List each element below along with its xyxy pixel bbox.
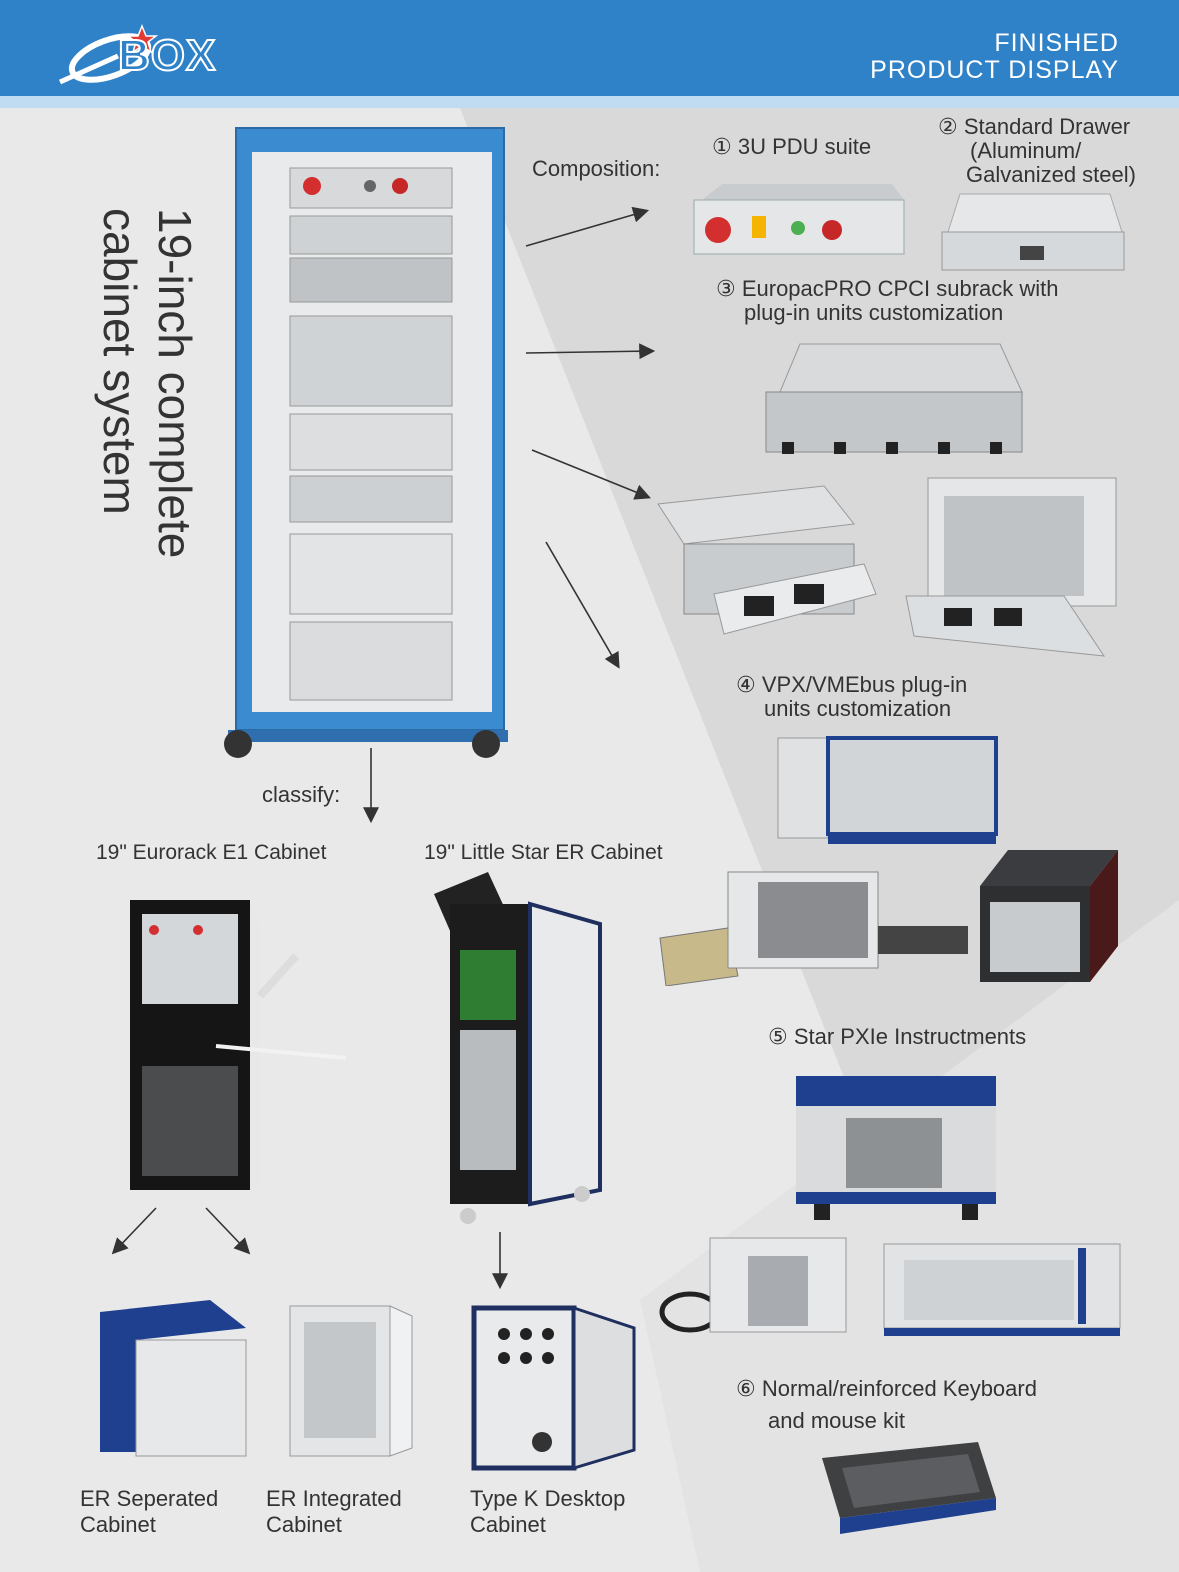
pdu-image (693, 184, 905, 255)
page-title-line2: PRODUCT DISPLAY (870, 56, 1119, 84)
subrack-open-image-2 (905, 477, 1117, 657)
page-title-line1: FINISHED (994, 29, 1119, 57)
item-pxie-label: ⑤ Star PXIe Instructments (768, 1024, 1027, 1049)
item-keyboard-label-2: and mouse kit (768, 1408, 905, 1433)
vpx-chassis-image (777, 736, 998, 844)
item-europac-label-1: ③ EuropacPRO CPCI subrack with (716, 276, 1059, 301)
pxie-chassis-image (796, 1076, 996, 1220)
header-bar (0, 0, 1179, 96)
er-seperated-label-1: ER Seperated (80, 1486, 219, 1511)
europac-subrack-image (765, 343, 1023, 454)
item-drawer-label-3: Galvanized steel) (966, 162, 1136, 187)
pxie-small-chassis-image (659, 1237, 847, 1333)
er-seperated-cabinet-image (100, 1300, 247, 1457)
item-europac-label-2: plug-in units customization (744, 300, 1004, 325)
header-strip (0, 96, 1179, 108)
type-k-label-2: Cabinet (470, 1512, 546, 1537)
brand-name: BOX (117, 31, 217, 80)
er-cabinet-label: 19" Little Star ER Cabinet (424, 841, 663, 864)
item-keyboard-label-1: ⑥ Normal/reinforced Keyboard (736, 1376, 1037, 1401)
er-cabinet-image (434, 872, 602, 1224)
type-k-desktop-cabinet-image (471, 1305, 636, 1471)
item-vpx-label-2: units customization (764, 696, 952, 721)
portable-chassis-image (980, 850, 1118, 982)
main-title: 19-inch complete cabinet system (92, 208, 202, 688)
item-drawer-label-1: ② Standard Drawer (938, 114, 1131, 139)
e1-cabinet-image (130, 900, 347, 1190)
keyboard-drawer-image (822, 1442, 996, 1534)
main-cabinet-image (224, 127, 508, 758)
cpci-modules-image (659, 871, 968, 986)
er-integrated-label-2: Cabinet (266, 1512, 342, 1537)
classify-label: classify: (262, 782, 341, 807)
drawer-image (941, 193, 1125, 271)
pxie-wide-chassis-image (883, 1243, 1121, 1336)
main-title-text: 19-inch complete cabinet system (94, 208, 201, 559)
er-integrated-label-1: ER Integrated (266, 1486, 402, 1511)
e1-cabinet-label: 19" Eurorack E1 Cabinet (96, 841, 327, 864)
brand-logo (58, 23, 159, 85)
subrack-open-image-1 (657, 485, 877, 635)
item-drawer-label-2: (Aluminum/ (970, 138, 1082, 163)
page-title: FINISHED PRODUCT DISPLAY (870, 30, 1119, 84)
type-k-label-1: Type K Desktop (470, 1486, 626, 1511)
er-integrated-cabinet-image (289, 1305, 413, 1457)
composition-label: Composition: (532, 156, 661, 181)
item-pdu-label: ① 3U PDU suite (712, 134, 872, 159)
er-seperated-label-2: Cabinet (80, 1512, 156, 1537)
item-vpx-label-1: ④ VPX/VMEbus plug-in (736, 672, 968, 697)
